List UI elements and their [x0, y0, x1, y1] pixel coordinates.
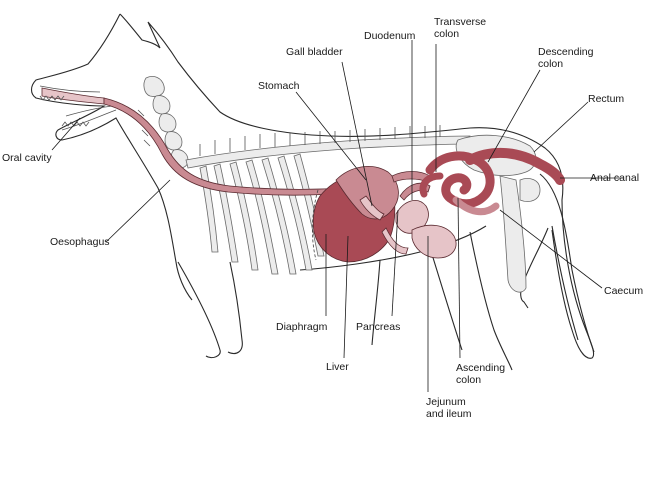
label-stomach: Stomach — [258, 80, 300, 92]
label-jejunum-ileum: Jejunum and ileum — [426, 396, 472, 420]
label-jejunum-ileum-line1: Jejunum — [426, 396, 466, 408]
label-ascending-colon-line1: Ascending — [456, 362, 506, 374]
dog-head — [39, 85, 117, 131]
label-liver: Liver — [326, 361, 349, 373]
label-transverse-colon-line2: colon — [434, 28, 460, 40]
label-descending-colon-line2: colon — [538, 58, 564, 70]
label-pancreas: Pancreas — [356, 321, 401, 333]
label-descending-colon-line1: Descending — [538, 46, 594, 58]
label-rectum: Rectum — [588, 93, 625, 105]
label-caecum: Caecum — [604, 285, 644, 297]
label-oesophagus: Oesophagus — [50, 236, 110, 248]
tail — [539, 173, 595, 353]
label-ascending-colon: Ascending colon — [456, 362, 505, 386]
label-diaphragm: Diaphragm — [276, 321, 328, 333]
label-duodenum: Duodenum — [364, 30, 416, 42]
stomach-shape — [335, 166, 399, 220]
label-anal-canal: Anal canal — [590, 172, 640, 184]
dog-body-outline — [30, 13, 595, 371]
colon-shapes — [419, 147, 565, 216]
gall-bladder-shape — [359, 195, 385, 221]
label-oral-cavity: Oral cavity — [2, 152, 52, 164]
spine — [185, 125, 471, 169]
pelvis-and-femur — [455, 134, 541, 293]
label-transverse-colon: Transverse colon — [434, 16, 486, 40]
teeth-upper — [39, 95, 65, 101]
label-transverse-colon-line1: Transverse — [434, 16, 487, 28]
leader-lines — [51, 40, 624, 392]
label-descending-colon: Descending colon — [538, 46, 593, 70]
label-gall-bladder: Gall bladder — [286, 46, 343, 58]
teeth-lower — [61, 121, 90, 127]
diaphragm-line — [311, 189, 319, 261]
label-ascending-colon-line2: colon — [456, 374, 482, 386]
label-jejunum-ileum-line2: and ileum — [426, 408, 472, 420]
small-intestine-shapes — [381, 171, 457, 259]
ribs — [199, 153, 325, 275]
